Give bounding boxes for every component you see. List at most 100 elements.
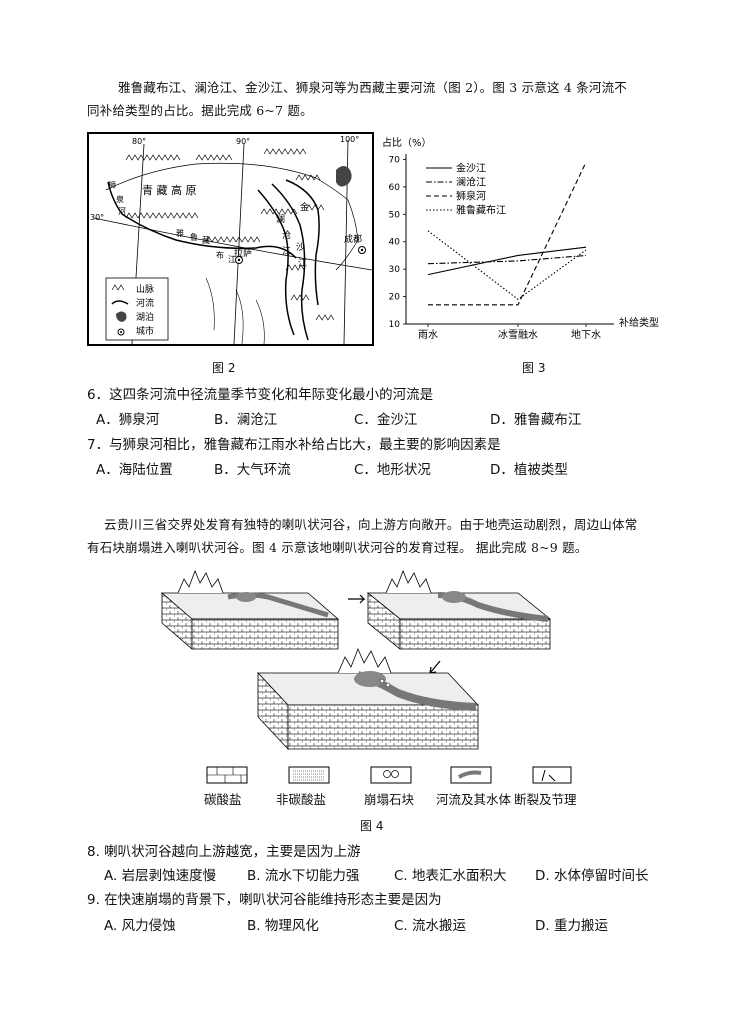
collapse-rock-icon [370, 766, 412, 784]
figure-3-caption: 图 3 [522, 361, 546, 375]
chart-series-line [427, 254, 587, 265]
chart-ylabel: 占比（%） [382, 136, 432, 149]
river-label-jinsha-1: 沙 [296, 242, 305, 253]
figure-3-chart: 占比（%） 补给类型 10 20 30 40 50 60 70 雨水 冰雪融水 地下水 金沙江澜… [382, 136, 659, 341]
chart-series-lines [427, 161, 587, 306]
non-carbonate-icon [288, 766, 330, 784]
figure-2-map: 80° 90° 100° 30° 青 藏 高 原 狮 泉 河 雅 鲁 藏 布 江… [87, 132, 374, 346]
river-label-yarlung-4: 江 [228, 255, 236, 264]
arrow-down-left-icon [429, 660, 441, 674]
block-stage-3 [257, 647, 479, 751]
map-legend-box [105, 277, 169, 341]
q9-option-a: A. 风力侵蚀 [104, 918, 176, 934]
figure-4-diagram [160, 569, 552, 751]
river-label-jinsha-2: 江 [298, 258, 307, 269]
river-label-shiquan-0: 狮 [108, 181, 116, 190]
q6-option-c: C．金沙江 [354, 412, 418, 428]
q9-option-c: C. 流水搬运 [394, 918, 467, 934]
river-label-shiquan-2: 河 [118, 206, 126, 216]
block-stage-1 [160, 569, 340, 650]
legend-label-mountain: 山脉 [136, 283, 154, 295]
q9-option-d: D. 重力搬运 [535, 918, 608, 934]
chart-legend-label: 狮泉河 [456, 190, 486, 203]
chart-y-tick-label: 50 [389, 210, 401, 220]
question-6-stem: 6．这四条河流中径流量季节变化和年际变化最小的河流是 [87, 387, 434, 403]
q7-option-c: C．地形状况 [354, 462, 431, 478]
fault-joint-icon [532, 766, 572, 784]
river-water-icon [450, 766, 492, 784]
q8-option-c: C. 地表汇水面积大 [394, 868, 507, 884]
chart-xlabel: 补给类型 [619, 316, 659, 329]
figure-2-caption: 图 2 [212, 361, 236, 375]
chengdu-label: 成都 [344, 233, 362, 245]
chart-legend-label: 澜沧江 [456, 176, 486, 189]
intro2-line-1: 云贵川三省交界处发育有独特的喇叭状河谷，向上游方向敞开。由于地壳运动剧烈，周边山… [104, 517, 638, 532]
figure-4-caption: 图 4 [360, 819, 384, 833]
q6-option-a: A．狮泉河 [96, 412, 160, 428]
q6-option-d: D．雅鲁藏布江 [490, 412, 582, 428]
river-label-yarlung-1: 鲁 [190, 232, 198, 242]
chart-x-category-label: 雨水 [418, 329, 438, 341]
plateau-label: 青 藏 高 原 [142, 183, 197, 197]
chart-x-categories: 雨水 冰雪融水 地下水 [418, 324, 601, 341]
river-label-lancang-0: 澜 [276, 214, 285, 225]
question-9-stem: 9. 在快速崩塌的背景下，喇叭状河谷能维持形态主要是因为 [87, 892, 442, 908]
lon-label-100: 100° [340, 135, 359, 144]
lon-label-80: 80° [132, 137, 146, 146]
legend-label-fault-joint: 断裂及节理 [514, 792, 577, 807]
question-8-stem: 8. 喇叭状河谷越向上游越宽，主要是因为上游 [87, 844, 361, 860]
chart-series-line [428, 161, 587, 306]
q6-option-b: B．澜沧江 [214, 412, 278, 428]
q8-option-d: D. 水体停留时间长 [535, 868, 649, 884]
chart-y-tick-label: 20 [389, 293, 401, 303]
legend-label-collapse-rock: 崩塌石块 [364, 792, 415, 807]
chart-y-tick-label: 70 [389, 155, 401, 165]
legend-label-non-carbonate: 非碳酸盐 [276, 792, 327, 807]
chart-x-category-label: 地下水 [571, 328, 601, 341]
intro-line-1: 雅鲁藏布江、澜沧江、金沙江、狮泉河等为西藏主要河流（图 2）。图 3 示意这 4… [118, 80, 627, 95]
chart-x-category-label: 冰雪融水 [498, 328, 538, 341]
river-label-yarlung-3: 布 [216, 250, 224, 260]
chart-y-tick-label: 60 [389, 183, 401, 193]
legend-label-lake: 湖泊 [136, 312, 154, 323]
chart-axes [405, 154, 614, 325]
lhasa-label: 拉萨 [234, 247, 252, 259]
river-label-lancang-2: 江 [282, 246, 291, 257]
chart-legend-label: 雅鲁藏布江 [456, 204, 506, 217]
river-label-yarlung-2: 藏 [202, 235, 210, 245]
lake-shape [336, 166, 352, 187]
q8-option-a: A. 岩层剥蚀速度慢 [104, 868, 217, 884]
figure-4-legend-icons [206, 766, 572, 784]
lat-label-30: 30° [90, 213, 104, 222]
legend-lake-icon [116, 311, 127, 322]
chart-y-tick-label: 40 [389, 238, 401, 248]
chart-y-tick-label: 10 [389, 320, 401, 330]
chart-series-line [427, 246, 587, 276]
chart-series-line [427, 230, 587, 301]
river-label-jinsha-0: 金 [300, 201, 309, 213]
intro-line-2: 同补给类型的占比。据此完成 6~7 题。 [87, 103, 313, 118]
block-stage-2 [366, 569, 552, 650]
legend-label-carbonate: 碳酸盐 [204, 792, 242, 807]
legend-mountain-icon [111, 284, 125, 291]
legend-river-icon [111, 300, 129, 305]
q9-option-b: B. 物理风化 [247, 918, 319, 934]
river-label-lancang-1: 沧 [282, 229, 291, 241]
rivers [107, 179, 320, 341]
q7-option-d: D．植被类型 [490, 462, 568, 478]
q8-option-b: B. 流水下切能力强 [247, 868, 360, 884]
river-label-yarlung-0: 雅 [176, 228, 184, 238]
chart-legend-label: 金沙江 [456, 162, 486, 175]
mountain-symbols [125, 148, 335, 321]
arrow-right-icon [348, 594, 366, 604]
question-7-stem: 7．与狮泉河相比，雅鲁藏布江雨水补给占比大，最主要的影响因素是 [87, 437, 501, 453]
chart-y-ticks: 10 20 30 40 50 60 70 [389, 155, 406, 330]
q7-option-a: A．海陆位置 [96, 462, 173, 478]
lon-label-90: 90° [236, 137, 250, 146]
intro2-line-2: 有石块崩塌进入喇叭状河谷。图 4 示意该地喇叭状河谷的发育过程。 据此完成 8~… [87, 540, 588, 555]
chart-y-tick-label: 30 [389, 265, 401, 275]
legend-label-city: 城市 [136, 325, 154, 337]
q7-option-b: B．大气环流 [214, 462, 291, 478]
legend-label-river-water: 河流及其水体 [436, 792, 512, 807]
